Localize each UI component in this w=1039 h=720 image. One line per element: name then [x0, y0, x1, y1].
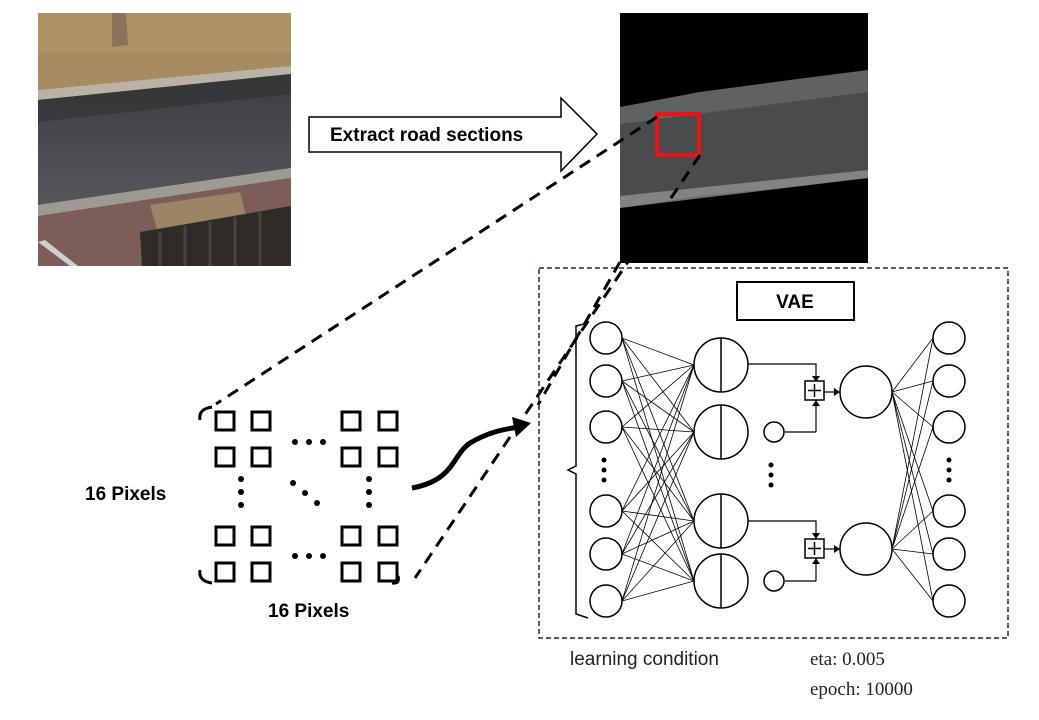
input-node	[589, 364, 623, 398]
input-node	[589, 584, 623, 618]
network-edge	[891, 337, 934, 550]
network-edge	[621, 364, 695, 382]
network-edge	[621, 431, 695, 555]
network-edge	[621, 364, 695, 602]
network-edge	[891, 548, 934, 602]
zoom-lines	[215, 115, 702, 579]
network-edge	[621, 426, 695, 522]
network-edge	[621, 426, 695, 433]
network-edge	[621, 431, 695, 602]
network-edge	[621, 380, 695, 522]
sampling-connectors	[748, 363, 840, 582]
plus-icon	[804, 538, 825, 559]
output-node	[932, 584, 966, 618]
network-edge	[891, 391, 934, 602]
network-edge	[891, 426, 934, 550]
network-edge	[621, 364, 695, 555]
network-edge	[621, 520, 695, 555]
output-node	[932, 494, 966, 528]
learning-condition-label: learning condition	[570, 649, 719, 670]
pixels-left-label: 16 Pixels	[85, 484, 166, 505]
network-edge	[621, 380, 695, 582]
network-edge	[891, 548, 934, 555]
network-edge	[891, 391, 934, 555]
extracted-road-image	[620, 13, 868, 263]
output-node	[932, 321, 966, 355]
network-edge	[621, 510, 695, 582]
sampling-arrowheads	[812, 376, 840, 564]
network-edge	[891, 380, 934, 550]
roi-box	[655, 112, 701, 157]
input-node	[589, 494, 623, 528]
output-node	[932, 410, 966, 444]
epoch-value: epoch: 10000	[810, 679, 913, 700]
extract-arrow-label: Extract road sections	[330, 125, 523, 146]
input-arrow	[411, 417, 531, 491]
pixel-grid	[198, 405, 400, 585]
network-edge	[891, 391, 934, 428]
input-node	[589, 321, 623, 355]
pixel-grid-ellipsis	[238, 439, 372, 559]
vae-title-box	[736, 281, 855, 321]
pixel-grid-left-bracket	[198, 405, 213, 421]
road-photo	[38, 13, 291, 266]
network-edge	[621, 553, 695, 582]
vae-nodes	[589, 321, 966, 618]
network-edge	[621, 380, 695, 433]
network-edge	[621, 364, 695, 512]
vae-connections	[621, 337, 934, 602]
network-edge	[621, 337, 695, 433]
output-node	[932, 537, 966, 571]
plus-icon	[804, 380, 825, 401]
input-node	[589, 537, 623, 571]
network-edge	[891, 510, 934, 550]
network-edge	[621, 431, 695, 512]
eta-value: eta: 0.005	[810, 649, 885, 670]
extract-arrow: Extract road sections	[308, 96, 599, 173]
network-edge	[621, 337, 695, 366]
input-brace	[566, 322, 589, 619]
network-edge	[621, 426, 695, 582]
vae-panel: VAE	[538, 267, 1009, 639]
output-node	[932, 364, 966, 398]
network-edge	[621, 520, 695, 602]
vae-ellipsis	[601, 457, 952, 488]
decoder-node	[839, 365, 893, 419]
vae-title: VAE	[776, 292, 814, 313]
network-edge	[621, 580, 695, 602]
noise-node	[763, 421, 785, 443]
noise-node	[763, 570, 785, 592]
network-edge	[891, 391, 934, 512]
input-node	[589, 410, 623, 444]
network-edge	[891, 380, 934, 393]
network-edge	[621, 364, 695, 428]
decoder-node	[839, 522, 893, 576]
network-edge	[891, 337, 934, 393]
pixels-bottom-label: 16 Pixels	[268, 601, 349, 622]
